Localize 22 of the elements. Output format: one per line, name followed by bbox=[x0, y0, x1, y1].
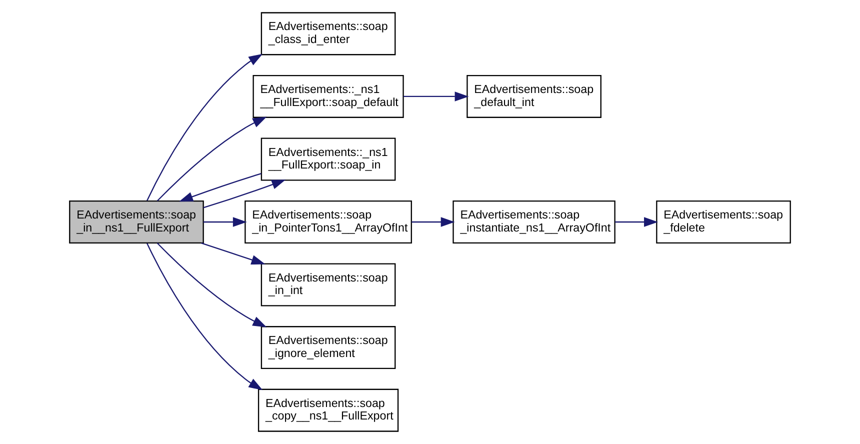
arrow bbox=[156, 116, 267, 202]
node-box: EAdvertisements::_ns1 __FullExport::soap_in bbox=[260, 138, 396, 181]
arrow bbox=[203, 217, 247, 227]
node-box: EAdvertisements::soap _copy__ns1__FullExport bbox=[258, 388, 399, 432]
node-box: EAdvertisements::soap _in_int bbox=[260, 263, 396, 306]
node-box: EAdvertisements::soap _fdelete bbox=[656, 200, 791, 244]
node-box: EAdvertisements::soap _default_int bbox=[466, 74, 602, 118]
arrow bbox=[179, 172, 262, 202]
node-box: EAdvertisements::soap _ignore_element bbox=[260, 326, 396, 370]
arrow bbox=[146, 243, 263, 390]
node-box: EAdvertisements::soap _instantiate_ns1__ArrayOfInt bbox=[452, 200, 616, 244]
node-box: EAdvertisements::soap _in_PointerTons1__ArrayOfInt bbox=[244, 200, 412, 244]
arrow bbox=[615, 217, 658, 227]
arrow bbox=[203, 180, 286, 208]
arrow bbox=[412, 217, 455, 227]
arrow bbox=[156, 242, 267, 328]
arrow bbox=[403, 92, 469, 102]
node-box: EAdvertisements::soap _class_id_enter bbox=[260, 12, 396, 56]
arrow bbox=[201, 242, 266, 265]
arrow bbox=[146, 54, 263, 201]
node-box: EAdvertisements::soap _in__ns1__FullExport bbox=[69, 200, 204, 244]
node-box: EAdvertisements::_ns1 __FullExport::soap_default bbox=[252, 74, 404, 118]
